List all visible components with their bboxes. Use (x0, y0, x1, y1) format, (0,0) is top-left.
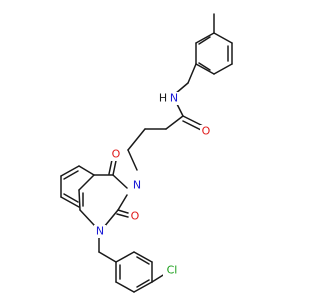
bond (182, 115, 204, 127)
ring-n1-label: N (96, 225, 104, 238)
bond (103, 209, 119, 228)
amide-nitrogen-label: N (170, 92, 178, 105)
bond (112, 174, 128, 189)
bond (187, 63, 197, 84)
c4-oxygen-label: O (112, 148, 121, 161)
amide-hydrogen-label: H (159, 92, 167, 105)
chlorine-label: Cl (167, 264, 178, 277)
bond (133, 251, 153, 263)
bond (117, 194, 128, 211)
bond (182, 120, 204, 132)
bond (115, 281, 135, 293)
bond (133, 281, 153, 293)
bond (115, 251, 135, 263)
bond (78, 174, 95, 191)
bond (79, 209, 95, 226)
molecule-canvas: N H O N N O O Cl (60, 13, 233, 293)
bond (198, 36, 211, 45)
molecule-structure: N H O N N O O Cl (60, 13, 233, 293)
bond (195, 63, 215, 75)
bond (117, 209, 129, 214)
bond (63, 193, 79, 203)
bond (136, 279, 150, 288)
bond (60, 165, 80, 177)
bond (60, 196, 80, 208)
bond (213, 32, 233, 44)
ring-n3-label: N (133, 179, 141, 192)
bond (78, 165, 95, 176)
bond (165, 115, 184, 130)
bond (63, 170, 79, 180)
bond (116, 213, 129, 218)
bond (78, 189, 81, 211)
bond (198, 62, 211, 71)
bond (98, 251, 117, 263)
bonds (60, 13, 233, 293)
c2-oxygen-label: O (131, 210, 140, 223)
amide-oxygen-label: O (202, 125, 211, 138)
bond (136, 256, 150, 265)
bond (195, 32, 215, 44)
bond (127, 128, 146, 151)
atom-labels: N H O N N O O Cl (94, 92, 212, 277)
bond (127, 149, 138, 171)
bond (213, 63, 233, 75)
